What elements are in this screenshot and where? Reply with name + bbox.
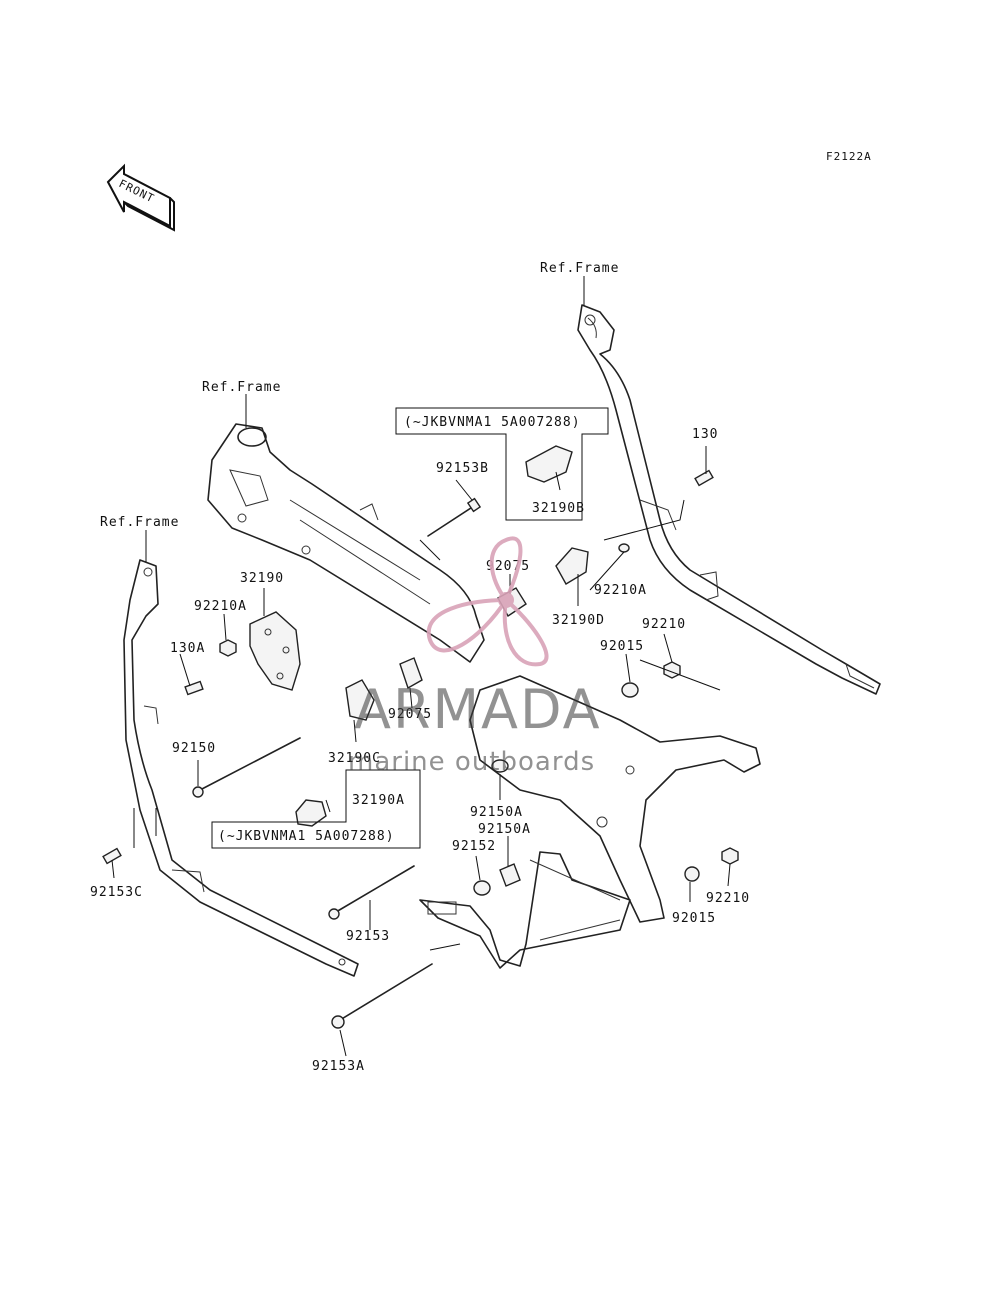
part-label-92150A-1: 92150A xyxy=(470,805,523,820)
damper-92075-mid xyxy=(399,657,423,690)
part-label-92150A-2: 92150A xyxy=(478,822,531,837)
collar-92015-top xyxy=(621,682,639,698)
bolt-92153C xyxy=(102,847,122,865)
bolt-92153 xyxy=(328,865,415,920)
bolt-92153A xyxy=(331,963,433,1029)
nut-92210A-left xyxy=(219,639,237,657)
part-label-92210-top: 92210 xyxy=(642,617,686,632)
bolt-130 xyxy=(694,469,714,487)
note-box-lower-label: (~JKBVNMA1 5A007288) xyxy=(218,829,395,844)
bolt-92153B xyxy=(427,497,482,537)
leader-lines xyxy=(111,276,731,1057)
part-label-32190B: 32190B xyxy=(532,501,585,516)
collar-92150A xyxy=(491,759,509,773)
engine-mount-bracket-32190C xyxy=(345,679,375,721)
part-label-32190A: 32190A xyxy=(352,793,405,808)
engine-mount-bracket-32190B xyxy=(525,445,573,483)
note-box-upper: (~JKBVNMA1 5A007288) xyxy=(395,407,609,521)
part-label-32190C: 32190C xyxy=(328,751,381,766)
part-label-32190D: 32190D xyxy=(552,613,605,628)
watermark-tagline: marine outboards xyxy=(348,747,595,777)
nut-92210A-right xyxy=(618,543,630,553)
nut-92210-bottom xyxy=(721,847,739,865)
collar-92015-bottom xyxy=(684,866,700,882)
lower-cradle xyxy=(419,675,761,969)
part-label-32190: 32190 xyxy=(240,571,284,586)
part-label-92150: 92150 xyxy=(172,741,216,756)
watermark: ARMADA marine outboards xyxy=(348,536,602,777)
main-frame-backbone xyxy=(207,423,485,663)
part-label-92153B: 92153B xyxy=(436,461,489,476)
diagram-code: F2122A xyxy=(826,150,872,163)
part-label-92075-mid: 92075 xyxy=(388,707,432,722)
bolt-92150 xyxy=(192,737,301,798)
part-label-92153: 92153 xyxy=(346,929,390,944)
collar-92152 xyxy=(473,880,491,896)
ref-frame-label-right: Ref.Frame xyxy=(540,261,619,276)
right-frame-rail xyxy=(577,304,881,695)
part-label-92153A: 92153A xyxy=(312,1059,365,1074)
part-label-130: 130 xyxy=(692,427,718,442)
note-box-lower: (~JKBVNMA1 5A007288) xyxy=(211,769,421,849)
ref-frame-label-left: Ref.Frame xyxy=(100,515,179,530)
part-label-130A: 130A xyxy=(170,641,205,656)
note-box-upper-label: (~JKBVNMA1 5A007288) xyxy=(404,415,581,430)
part-label-92015-top: 92015 xyxy=(600,639,644,654)
left-frame-rail xyxy=(123,559,359,977)
front-arrow-icon: FRONT xyxy=(106,163,175,232)
propeller-logo-icon xyxy=(426,536,549,667)
engine-mount-bracket-32190A xyxy=(295,799,327,827)
part-label-92210A-left: 92210A xyxy=(194,599,247,614)
part-label-92015-bottom: 92015 xyxy=(672,911,716,926)
watermark-brand: ARMADA xyxy=(354,678,602,741)
engine-mount-bracket-32190D xyxy=(555,547,589,585)
part-label-92210A-right: 92210A xyxy=(594,583,647,598)
part-label-92153C: 92153C xyxy=(90,885,143,900)
part-label-92152: 92152 xyxy=(452,839,496,854)
bolt-130A xyxy=(184,680,204,696)
damper-92150A-lower xyxy=(499,863,521,887)
ref-frame-label-center: Ref.Frame xyxy=(202,380,281,395)
part-label-92210-bottom: 92210 xyxy=(706,891,750,906)
engine-mount-bracket-32190 xyxy=(249,611,301,691)
